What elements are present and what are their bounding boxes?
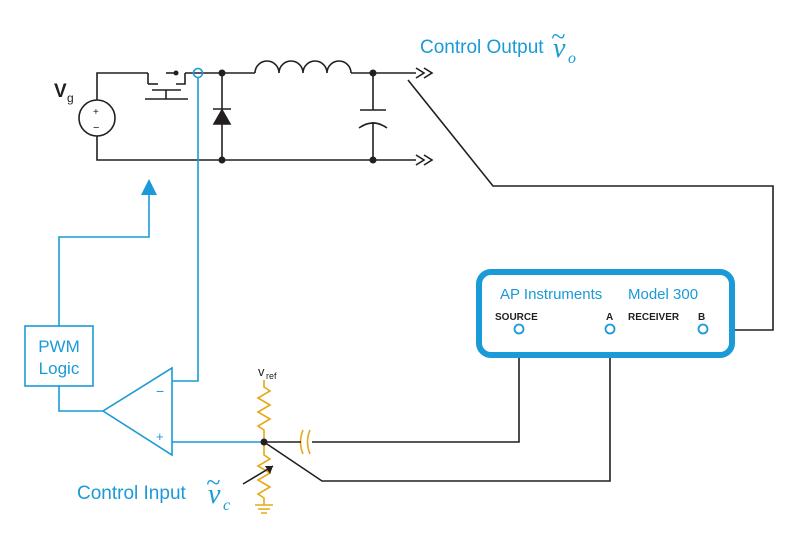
b-port-label: B [698, 312, 705, 323]
a-port-label: A [606, 312, 613, 323]
opamp-plus: + [156, 429, 164, 444]
node-diode-bottom [218, 156, 226, 164]
pwm-label-line1: PWM [38, 337, 80, 356]
wiper-to-a-wire [263, 333, 611, 482]
top-resistor [256, 380, 272, 442]
control-input-symbol: v [208, 479, 221, 510]
coupling-cap-plate-2 [306, 429, 311, 455]
control-input-tilde: ~ [206, 468, 220, 497]
pwm-label-line2: Logic [39, 359, 80, 378]
mosfet-switch [145, 72, 188, 100]
source-subscript: g [67, 91, 74, 105]
control-input-subscript: c [223, 497, 230, 514]
source-port-label: SOURCE [495, 312, 538, 323]
control-output-subscript: o [568, 50, 576, 67]
output-terminal-top [415, 67, 434, 79]
sense-wire [172, 78, 199, 382]
source-minus: − [93, 122, 99, 134]
source-label: V [54, 81, 67, 102]
node-divider [260, 438, 268, 446]
node-diode-top [218, 69, 226, 77]
ground-symbol [255, 504, 273, 514]
output-terminal-bottom [415, 154, 434, 166]
diode [212, 108, 232, 125]
instrument-box [476, 269, 735, 358]
opamp-output-wire [58, 386, 103, 412]
opamp-minus: − [156, 383, 164, 399]
node-switch-gate [173, 70, 179, 76]
cap-to-source-wire [312, 333, 520, 443]
node-cap-top [369, 69, 377, 77]
control-output-symbol: v [553, 33, 566, 64]
ground-rail [96, 136, 416, 161]
bottom-potentiometer [256, 442, 272, 505]
vref-label: v [258, 364, 265, 379]
op-amp [101, 366, 173, 457]
pot-wiper-arrow [265, 466, 273, 474]
sense-point [192, 67, 204, 79]
instrument-brand: AP Instruments [500, 286, 602, 303]
pwm-to-gate-wire [58, 179, 157, 326]
a-port[interactable] [604, 323, 616, 335]
output-probe-wire [407, 79, 774, 331]
reference-divider [255, 380, 311, 514]
instrument-model: Model 300 [628, 286, 698, 303]
control-input-label: Control Input [77, 483, 187, 504]
source-port[interactable] [513, 323, 525, 335]
inductor [254, 60, 352, 74]
b-port[interactable] [697, 323, 709, 335]
control-output-label: Control Output [420, 37, 544, 58]
control-output-tilde: ~ [551, 22, 565, 51]
control-loop [24, 67, 264, 457]
node-cap-bottom [369, 156, 377, 164]
receiver-label: RECEIVER [628, 312, 680, 323]
vref-subscript: ref [266, 371, 277, 381]
source-plus: + [93, 107, 99, 118]
source-top-wire [96, 72, 148, 100]
